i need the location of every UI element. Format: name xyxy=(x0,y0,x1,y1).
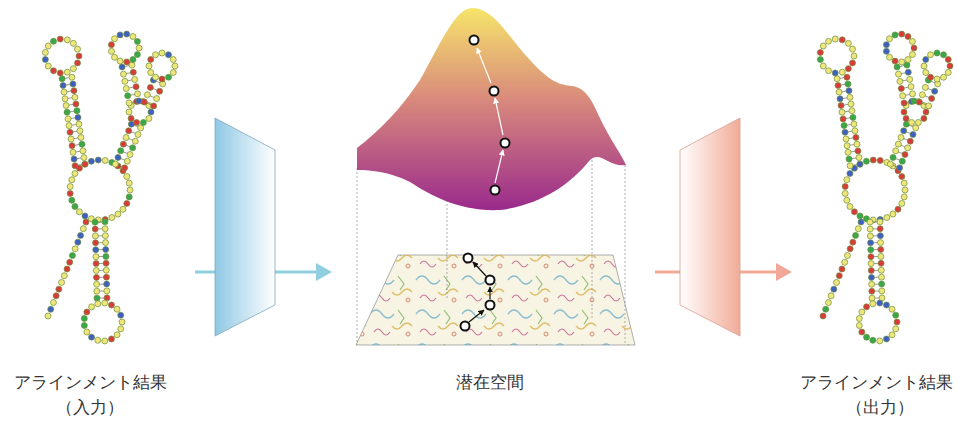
output-tag: （出力） xyxy=(846,397,914,417)
output-caption: アラインメント結果 xyxy=(800,372,953,392)
latent-plane xyxy=(356,255,635,345)
energy-surface xyxy=(357,8,626,210)
rna-structure-output xyxy=(817,31,953,344)
latent-space-caption: 潜在空間 xyxy=(456,372,524,392)
rna-structure-input xyxy=(42,31,178,344)
projection-lines xyxy=(357,160,625,345)
decoder xyxy=(655,118,792,336)
input-tag: （入力） xyxy=(56,397,124,417)
encoder xyxy=(195,118,332,336)
latent-path xyxy=(461,254,495,331)
input-caption: アラインメント結果 xyxy=(14,372,167,392)
